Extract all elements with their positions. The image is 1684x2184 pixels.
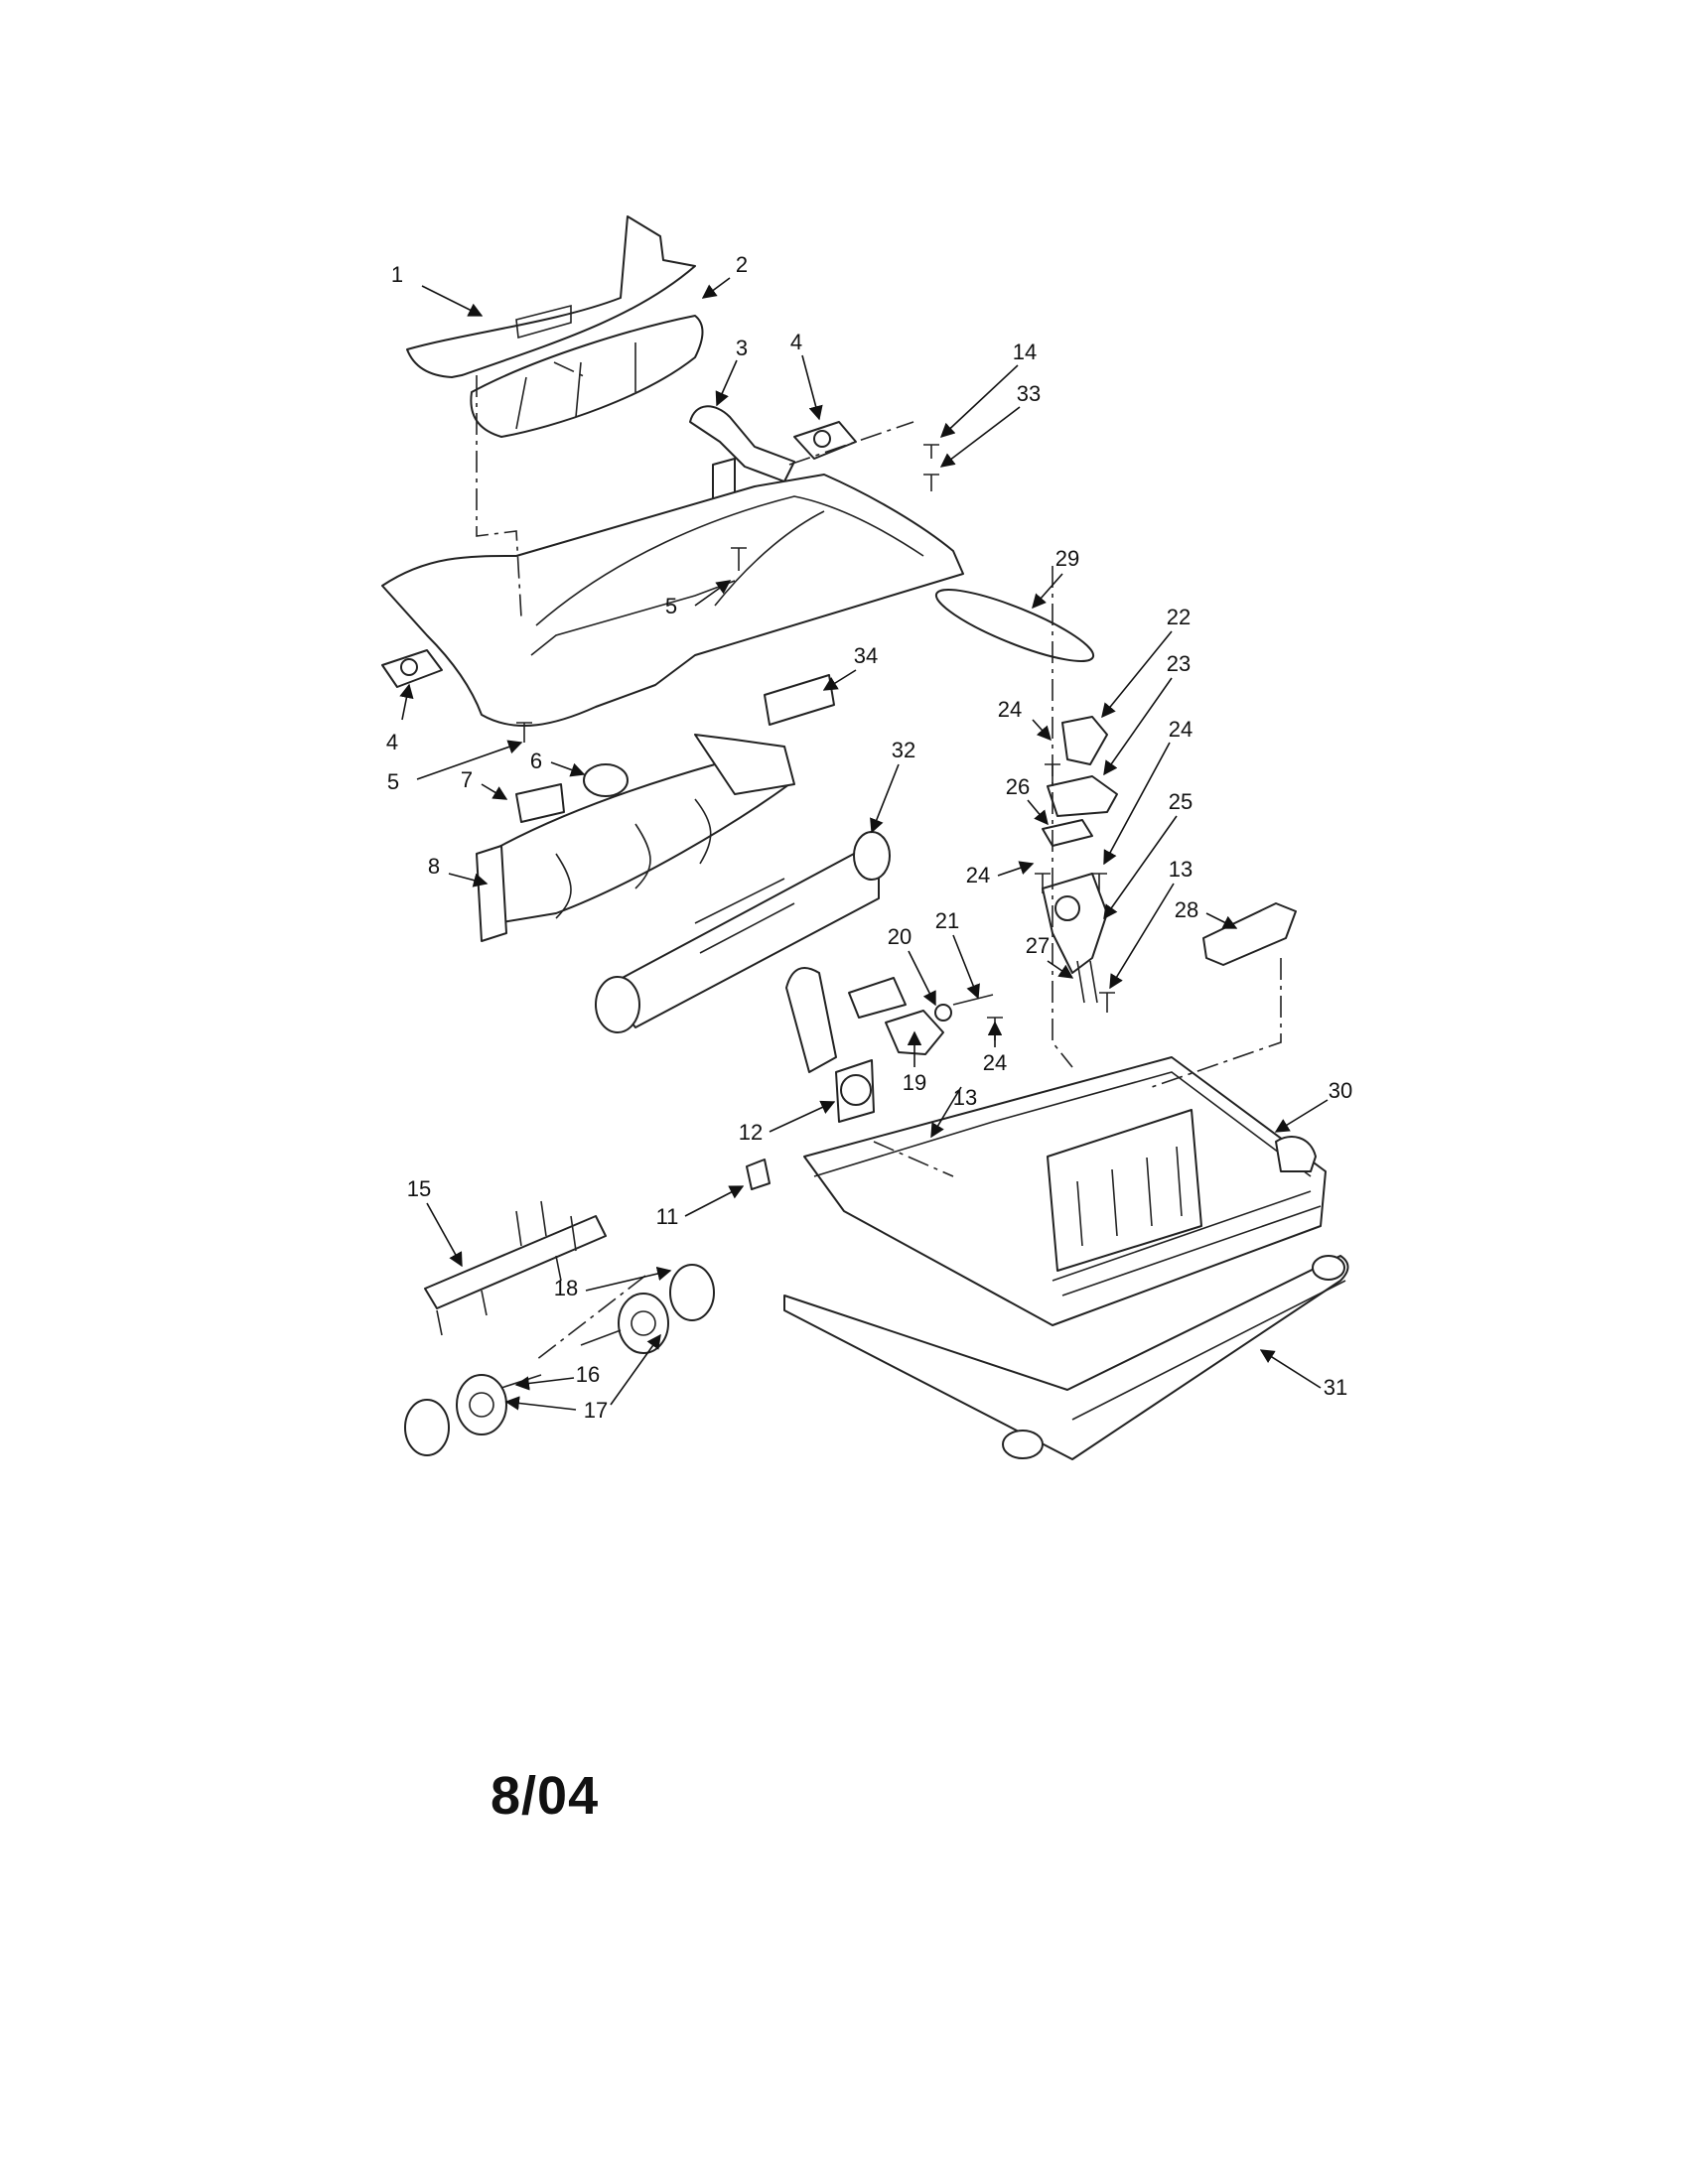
callout-30: 30 (1329, 1078, 1352, 1103)
part-axle-bracket (424, 1200, 607, 1336)
callout-28: 28 (1175, 897, 1198, 922)
callout-15: 15 (407, 1176, 431, 1201)
leader-arrows (399, 277, 1329, 1411)
callout-23: 23 (1167, 651, 1191, 676)
part-pedal-assembly (1042, 716, 1118, 1004)
part-bottom-plate (783, 1255, 1349, 1460)
callout-27: 27 (1026, 933, 1050, 958)
callout-7: 7 (461, 767, 473, 792)
callout-22: 22 (1167, 605, 1191, 629)
callout-16: 16 (576, 1362, 600, 1387)
callout-26: 26 (1006, 774, 1030, 799)
callout-24-c: 24 (966, 863, 990, 887)
part-clip-lower (381, 649, 443, 688)
part-plate (764, 674, 835, 726)
callout-24-b: 24 (1169, 717, 1193, 742)
callout-6: 6 (530, 749, 542, 773)
callout-3: 3 (736, 336, 748, 360)
date-code: 8/04 (491, 1766, 600, 1826)
part-hose-elbow (785, 967, 875, 1123)
callout-2: 2 (736, 252, 748, 277)
part-rear-cover (1202, 902, 1297, 966)
callout-19: 19 (903, 1070, 926, 1095)
part-belt (934, 589, 1095, 662)
part-small-fitting (746, 1159, 771, 1190)
part-base-chassis (803, 1056, 1327, 1326)
callout-24-a: 24 (998, 697, 1022, 722)
callout-5-lower: 5 (387, 769, 399, 794)
part-top-cover (406, 215, 696, 378)
callout-4-lower: 4 (386, 730, 398, 754)
callout-13-lower: 13 (953, 1085, 977, 1110)
callout-12: 12 (739, 1120, 763, 1145)
part-hood-frame (381, 474, 964, 727)
callout-5-upper: 5 (665, 594, 677, 618)
callout-1: 1 (391, 262, 403, 287)
part-lens (470, 315, 704, 438)
callout-31: 31 (1324, 1375, 1347, 1400)
callout-8: 8 (428, 854, 440, 879)
callout-11: 11 (656, 1204, 679, 1229)
callout-24-d: 24 (983, 1050, 1007, 1075)
callout-29: 29 (1055, 546, 1079, 571)
part-clip-upper (793, 421, 857, 460)
callout-33: 33 (1017, 381, 1041, 406)
assembly-lines (476, 361, 1282, 1361)
callout-4-upper: 4 (790, 330, 802, 354)
callout-32: 32 (892, 738, 915, 762)
callout-17: 17 (584, 1398, 608, 1423)
callout-25: 25 (1169, 789, 1193, 814)
part-bracket (689, 405, 795, 503)
callout-13-upper: 13 (1169, 857, 1193, 882)
callout-18: 18 (554, 1276, 578, 1300)
callout-20: 20 (888, 924, 912, 949)
part-lever (848, 977, 994, 1055)
callout-34: 34 (854, 643, 878, 668)
callout-21: 21 (935, 908, 959, 933)
callout-14: 14 (1013, 340, 1037, 364)
part-bulb-socket (515, 763, 629, 823)
part-brush-housing (476, 734, 795, 942)
